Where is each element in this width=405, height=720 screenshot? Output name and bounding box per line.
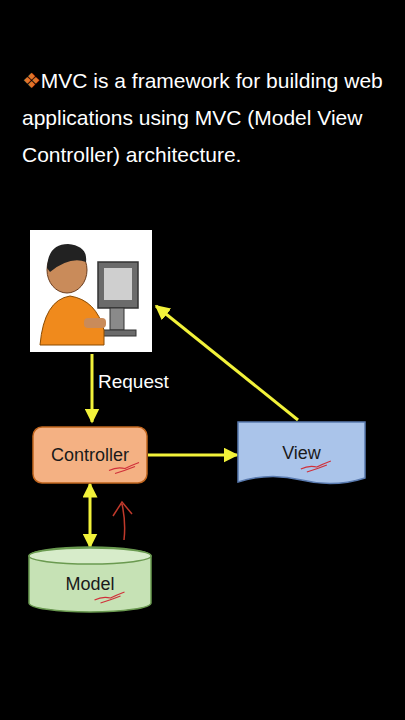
- view-box: View: [237, 421, 366, 486]
- controller-box: Controller: [32, 426, 148, 484]
- title: MVC is a framework for building web appl…: [22, 69, 383, 166]
- node-label: Controller: [51, 445, 129, 466]
- user-icon: [30, 230, 152, 352]
- response-arrow: [156, 306, 298, 420]
- arrow-connector: [89, 484, 92, 547]
- title-block: ❖MVC is a framework for building web app…: [22, 62, 387, 173]
- request-arrow: [91, 354, 94, 422]
- request-label: Request: [98, 371, 169, 393]
- node-label: View: [282, 443, 321, 464]
- bullet-symbol: ❖: [22, 69, 41, 92]
- model-cylinder: Model: [28, 547, 152, 612]
- annotation-arrow: [113, 502, 132, 540]
- node-label: Model: [65, 574, 114, 595]
- arrow-connector: [148, 454, 237, 457]
